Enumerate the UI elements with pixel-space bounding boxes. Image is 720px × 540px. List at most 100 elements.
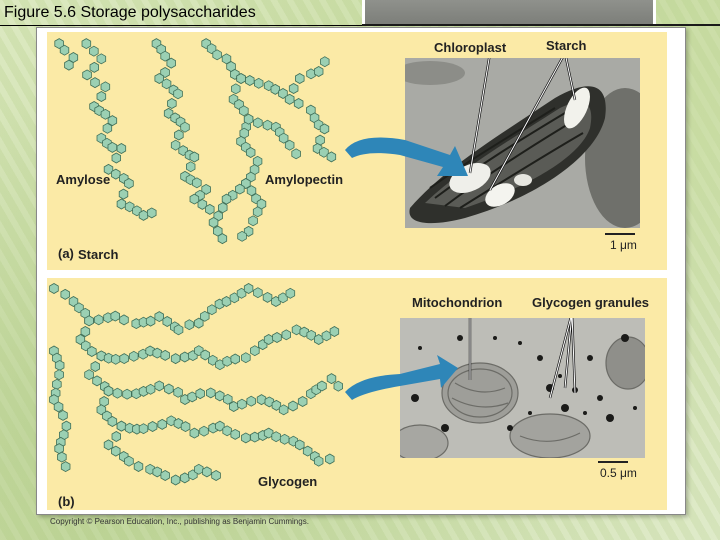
glucose-unit [154, 73, 165, 84]
glycogen-granule [418, 346, 422, 350]
glucose-unit [116, 198, 127, 210]
panel-a-caption: Starch [78, 247, 119, 262]
glycogen-granule [411, 394, 419, 402]
glucose-unit [173, 88, 183, 100]
glucose-unit [129, 350, 139, 362]
glucose-unit [152, 466, 163, 478]
glucose-unit [58, 409, 68, 421]
glucose-unit [302, 445, 313, 457]
glucose-unit [230, 428, 241, 440]
glucose-unit [96, 350, 107, 362]
glucose-unit [107, 115, 118, 127]
glucose-unit [154, 311, 165, 323]
glucose-unit [319, 123, 330, 135]
glucose-unit [207, 354, 218, 366]
glucose-unit [329, 326, 340, 337]
panel-b-letter: (b) [58, 494, 75, 509]
glucose-unit [93, 314, 104, 326]
glucose-unit [103, 439, 114, 451]
glucose-unit [250, 345, 260, 357]
glucose-unit [279, 433, 290, 445]
glucose-unit [294, 73, 305, 84]
glucose-unit [103, 385, 114, 397]
scale-bar-a-label: 1 μm [610, 238, 637, 252]
glucose-unit [84, 315, 94, 327]
header-decoration [362, 0, 656, 26]
glucose-unit [243, 283, 254, 294]
glucose-unit [59, 44, 70, 56]
glucose-unit [192, 177, 202, 189]
glucose-unit [246, 185, 257, 197]
glucose-unit [200, 310, 210, 322]
glucose-unit [160, 349, 170, 361]
glucose-unit [325, 453, 335, 465]
glucose-unit [217, 233, 228, 245]
glucose-unit [164, 383, 174, 395]
glucose-unit [270, 83, 281, 95]
glucose-unit [170, 474, 181, 486]
glucose-unit [319, 146, 329, 158]
glucose-unit [195, 388, 205, 400]
chloroplast-pointers [405, 58, 640, 228]
glucose-unit [317, 380, 327, 392]
glucose-unit [122, 388, 132, 400]
glucose-unit [118, 188, 129, 200]
glucose-unit [256, 394, 267, 406]
glucose-unit [252, 206, 263, 218]
glucose-unit [96, 91, 107, 102]
mitochondrion-label: Mitochondrion [412, 295, 503, 310]
glucose-unit [54, 369, 64, 381]
glucose-unit [313, 66, 324, 77]
glucose-unit [75, 334, 86, 345]
glucose-unit [161, 78, 172, 90]
glucose-unit [299, 326, 310, 338]
title-rule [362, 24, 720, 26]
glucose-unit [180, 421, 191, 433]
glucose-unit [96, 53, 107, 65]
glucose-unit [173, 324, 184, 336]
glucose-unit [166, 57, 176, 69]
glucose-unit [173, 418, 184, 429]
glucose-unit [102, 122, 113, 134]
glucose-unit [64, 59, 74, 71]
glucose-unit [248, 215, 258, 227]
glucose-unit [100, 108, 111, 120]
glucose-unit [291, 148, 301, 160]
glucose-unit [284, 139, 295, 151]
glucose-unit [211, 470, 221, 481]
glucose-unit [60, 288, 70, 300]
glucose-unit [205, 203, 215, 215]
glucose-unit [194, 463, 204, 475]
glucose-unit [215, 420, 225, 432]
glucose-unit [119, 353, 129, 365]
glucose-unit [313, 455, 324, 467]
glucose-unit [68, 296, 79, 307]
glucose-unit [236, 73, 246, 84]
glucose-unit [253, 117, 263, 129]
glucose-unit [241, 352, 251, 364]
glucose-unit [170, 139, 181, 151]
glucose-unit [82, 69, 92, 81]
mitochondrion-pointers [400, 318, 645, 458]
glucose-unit [174, 129, 184, 141]
glucose-unit [215, 390, 225, 402]
glucose-unit [116, 143, 127, 154]
glucose-unit [285, 287, 296, 299]
glucose-unit [124, 178, 134, 189]
glucose-unit [197, 198, 208, 210]
glucose-unit [111, 431, 121, 442]
glucose-unit [124, 455, 134, 467]
glucose-unit [111, 445, 121, 457]
glucose-unit [49, 283, 59, 294]
glycogen-granules-label: Glycogen granules [532, 295, 650, 310]
glucose-unit [281, 329, 292, 341]
glucose-unit [184, 319, 195, 331]
glucose-unit [53, 401, 64, 413]
title-underline [0, 25, 362, 26]
glucose-unit [239, 105, 249, 117]
glucose-unit [147, 421, 158, 432]
glucose-unit [173, 386, 183, 398]
glucose-unit [90, 77, 100, 89]
glucose-unit [107, 141, 118, 153]
